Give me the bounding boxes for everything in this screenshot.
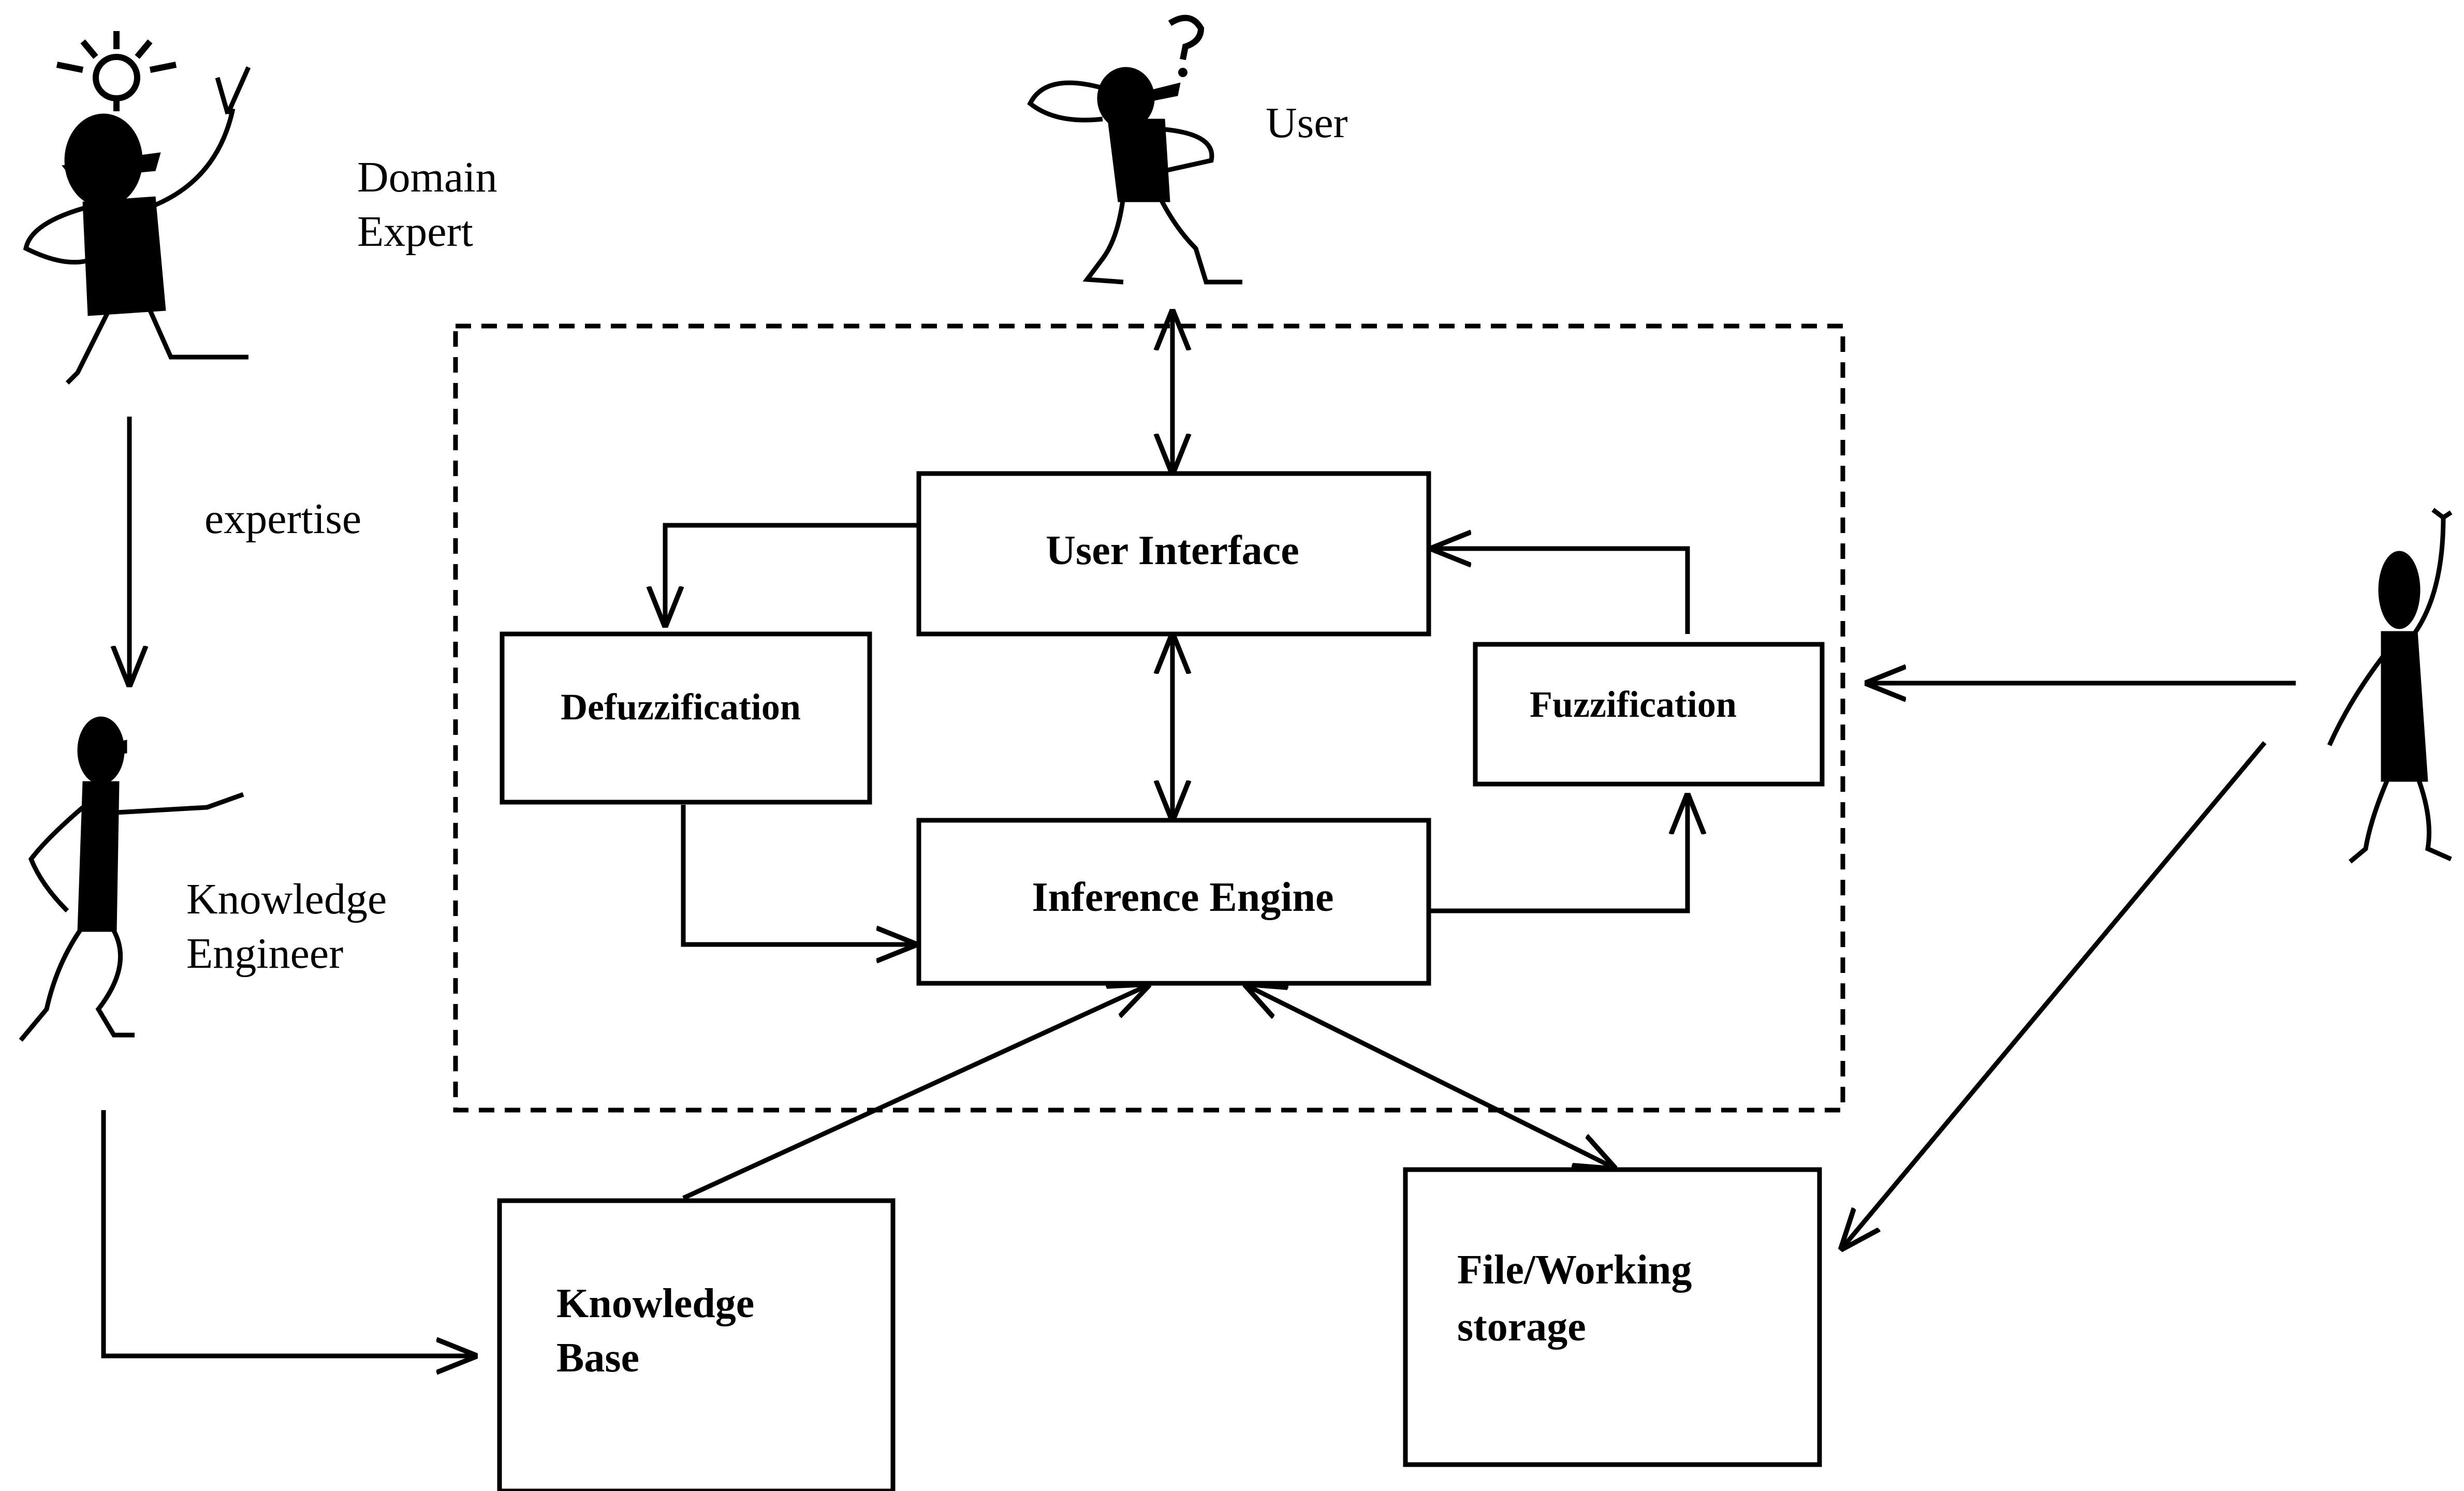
edge-ui-to-defuzz [665,523,919,624]
edge-ie-storage [1248,986,1612,1167]
edge-kb-to-ie [682,986,1147,1201]
fuzzification-label: Fuzzification [1530,684,1737,725]
file-storage-label-2: storage [1457,1304,1586,1350]
question-mark-icon [1168,14,1205,61]
edge-defuzz-to-ie [681,805,914,944]
defuzzification-node: Defuzzification [500,631,872,805]
edge-engineer-to-kb [101,1110,474,1356]
edge-ie-to-fuzz [1429,797,1688,913]
knowledge-base-label-2: Base [556,1335,639,1381]
user-label: User [1266,99,1348,147]
lightbulb-icon [56,31,177,111]
user-figure [1027,14,1242,285]
end-user-figure [2327,508,2453,864]
domain-expert-label-2: Expert [357,208,473,256]
knowledge-base-label-1: Knowledge [556,1281,754,1326]
domain-expert-label-1: Domain [357,153,497,201]
fuzzification-node: Fuzzification [1473,642,1825,787]
file-storage-node: File/Working storage [1403,1167,1822,1467]
user-interface-node: User Interface [916,471,1431,637]
user-interface-label: User Interface [1046,528,1299,573]
defuzzification-label: Defuzzification [561,686,801,728]
domain-expert-figure [23,31,251,385]
expertise-label: expertise [204,495,361,543]
knowledge-engineer-label-1: Knowledge [186,875,387,923]
knowledge-base-node: Knowledge Base [497,1198,896,1491]
edge-fuzz-to-ui [1434,549,1690,634]
knowledge-engineer-label-2: Engineer [186,929,343,978]
knowledge-engineer-figure [19,716,244,1042]
edge-enduser-to-storage [1843,741,2267,1247]
inference-engine-node: Inference Engine [916,818,1431,986]
inference-engine-label: Inference Engine [1032,875,1334,920]
file-storage-label-1: File/Working [1457,1247,1692,1293]
